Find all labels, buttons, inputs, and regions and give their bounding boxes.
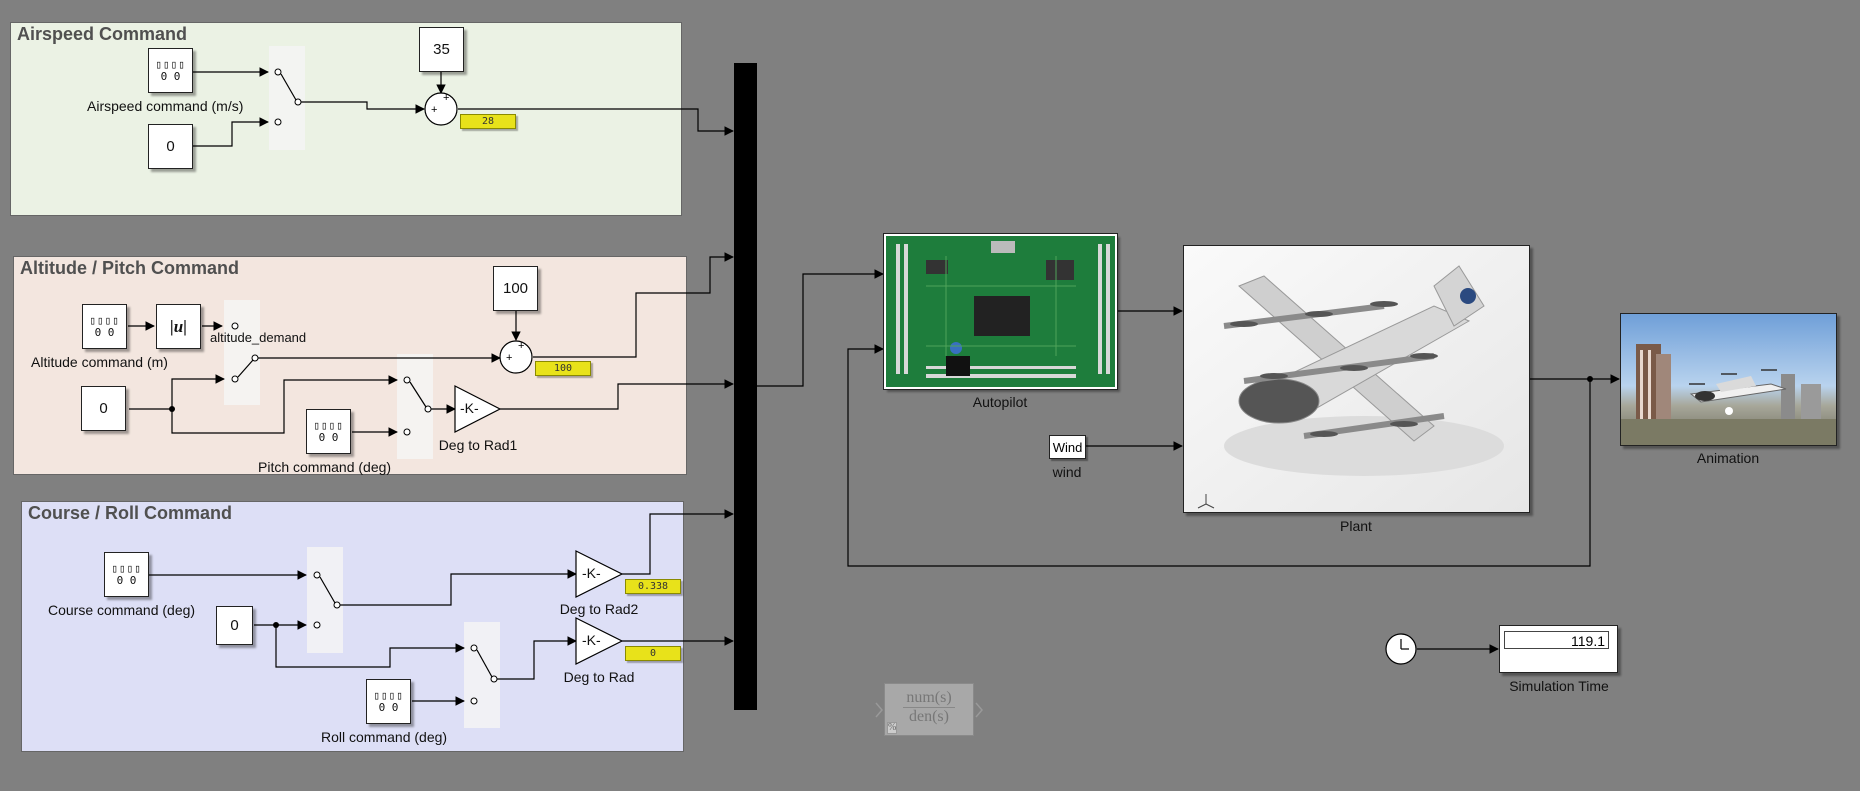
autopilot-block[interactable] [883, 233, 1118, 390]
svg-text:+: + [443, 92, 449, 104]
slider-zeros: 0 0 [378, 700, 399, 714]
plant-label: Plant [1340, 518, 1372, 534]
tf-numerator: num(s) [903, 689, 955, 708]
airspeed-constant-0[interactable]: 0 [148, 124, 193, 169]
course-area-title: Course / Roll Command [28, 503, 233, 523]
slider-squares: ▯▯▯▯ [373, 688, 404, 702]
course-slider-gain[interactable]: ▯▯▯▯ 0 0 [104, 552, 149, 597]
mux-block[interactable] [734, 63, 757, 710]
course-slider-label: Course command (deg) [48, 602, 196, 618]
airspeed-constant-35[interactable]: 35 [419, 27, 464, 72]
altitude-display[interactable]: 100 [535, 361, 591, 376]
animation-block[interactable] [1620, 313, 1837, 446]
simulation-time-value: 119.1 [1504, 631, 1609, 649]
simulation-time-display[interactable]: 119.1 [1499, 625, 1618, 673]
comment-icon: % [887, 722, 898, 734]
deg-to-rad-label: Deg to Rad [563, 669, 635, 685]
aircraft-icon [1184, 246, 1529, 512]
course-constant-0[interactable]: 0 [216, 606, 253, 645]
abs-block[interactable]: |u| [156, 304, 201, 349]
slider-squares: ▯▯▯▯ [111, 561, 142, 575]
airspeed-slider-gain[interactable]: ▯▯▯▯ 0 0 [148, 48, 193, 93]
course-roll-area: Course / Roll Command [21, 501, 684, 752]
altitude-slider-label: Altitude command (m) [31, 354, 168, 370]
deg-to-rad1-label: Deg to Rad1 [438, 437, 518, 453]
slider-squares: ▯▯▯▯ [89, 313, 120, 327]
roll-slider-label: Roll command (deg) [321, 729, 448, 745]
pitch-slider-gain[interactable]: ▯▯▯▯ 0 0 [306, 409, 351, 454]
autopilot-label: Autopilot [972, 394, 1028, 410]
airspeed-slider-label: Airspeed command (m/s) [87, 98, 244, 114]
deg-to-rad2-gain-text[interactable]: -K- [582, 565, 601, 581]
pitch-slider-label: Pitch command (deg) [258, 459, 392, 475]
roll-display[interactable]: 0 [625, 646, 681, 661]
svg-text:+: + [431, 104, 437, 116]
slider-zeros: 0 0 [318, 430, 339, 444]
deg-to-rad1-gain-text[interactable]: -K- [460, 400, 479, 416]
roll-switch-bg [464, 622, 500, 728]
altitude-slider-gain[interactable]: ▯▯▯▯ 0 0 [82, 304, 127, 349]
airspeed-area-title: Airspeed Command [17, 24, 188, 44]
tf-denominator: den(s) [909, 708, 949, 725]
course-switch-bg [307, 547, 343, 653]
roll-slider-gain[interactable]: ▯▯▯▯ 0 0 [366, 679, 411, 724]
altitude-switch-bg [224, 300, 260, 405]
course-display[interactable]: 0.338 [625, 579, 681, 594]
wind-label: wind [1052, 464, 1082, 480]
airspeed-command-area: Airspeed Command [10, 22, 682, 216]
airspeed-switch-bg [269, 46, 305, 150]
transfer-function-block[interactable]: num(s) den(s) % [884, 683, 974, 736]
slider-zeros: 0 0 [160, 69, 181, 83]
slider-zeros: 0 0 [94, 325, 115, 339]
circuit-board-icon [886, 236, 1115, 387]
altitude-area-title: Altitude / Pitch Command [20, 258, 240, 278]
simulation-time-label: Simulation Time [1509, 678, 1609, 694]
animation-label: Animation [1696, 450, 1760, 466]
slider-zeros: 0 0 [116, 573, 137, 587]
svg-text:+: + [506, 352, 512, 364]
deg-to-rad2-label: Deg to Rad2 [559, 601, 639, 617]
svg-text:+: + [518, 340, 524, 352]
slider-squares: ▯▯▯▯ [155, 57, 186, 71]
city-aircraft-icon [1621, 344, 1836, 445]
wind-block[interactable]: Wind [1049, 435, 1086, 459]
altitude-constant-100[interactable]: 100 [493, 266, 538, 311]
slider-squares: ▯▯▯▯ [313, 418, 344, 432]
plant-block[interactable] [1183, 245, 1530, 513]
airspeed-display[interactable]: 28 [460, 114, 516, 129]
deg-to-rad-gain-text[interactable]: -K- [582, 632, 601, 648]
altitude-constant-0[interactable]: 0 [81, 386, 126, 431]
altitude-demand-tag: altitude_demand [210, 330, 307, 345]
